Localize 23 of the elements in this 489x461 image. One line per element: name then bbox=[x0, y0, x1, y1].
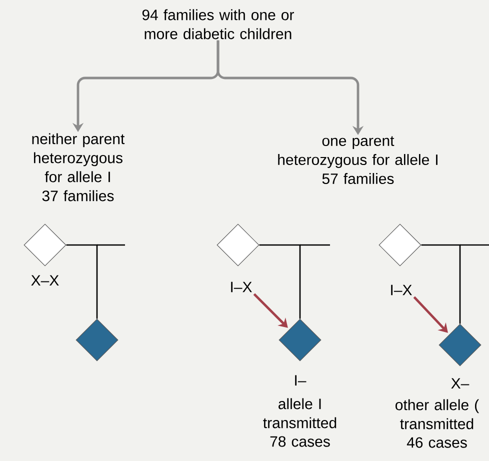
genotype-label: X–X bbox=[31, 275, 59, 286]
heading-text: 94 families with one or more diabetic children bbox=[142, 9, 294, 40]
transmission-arrow bbox=[253, 293, 288, 328]
parent-symbol bbox=[378, 224, 422, 266]
descent-line bbox=[421, 244, 461, 324]
affected-child-symbol bbox=[76, 318, 118, 362]
genotype-label: I– bbox=[295, 375, 306, 386]
genotype-label: X– bbox=[451, 378, 470, 389]
descent-line bbox=[259, 244, 301, 319]
descent-line bbox=[66, 244, 98, 319]
affected-child-symbol bbox=[278, 318, 322, 362]
outcome-label: allele I transmitted bbox=[263, 398, 336, 428]
parent-symbol bbox=[216, 224, 260, 266]
transmission-arrow bbox=[413, 296, 448, 333]
outcome-label: other allele ( transmitted bbox=[396, 399, 479, 430]
outcome-label: 46 cases bbox=[406, 437, 467, 448]
affected-child-symbol bbox=[438, 324, 482, 366]
group-label: neither parent heterozygous for allele I 37 families bbox=[32, 133, 125, 202]
parent-symbol bbox=[24, 224, 66, 266]
group-label: one parent heterozygous for allele I 57 families bbox=[278, 136, 438, 184]
outcome-label: 78 cases bbox=[270, 436, 330, 447]
genotype-label: I–X bbox=[231, 282, 252, 292]
genotype-label: I–X bbox=[391, 284, 412, 296]
